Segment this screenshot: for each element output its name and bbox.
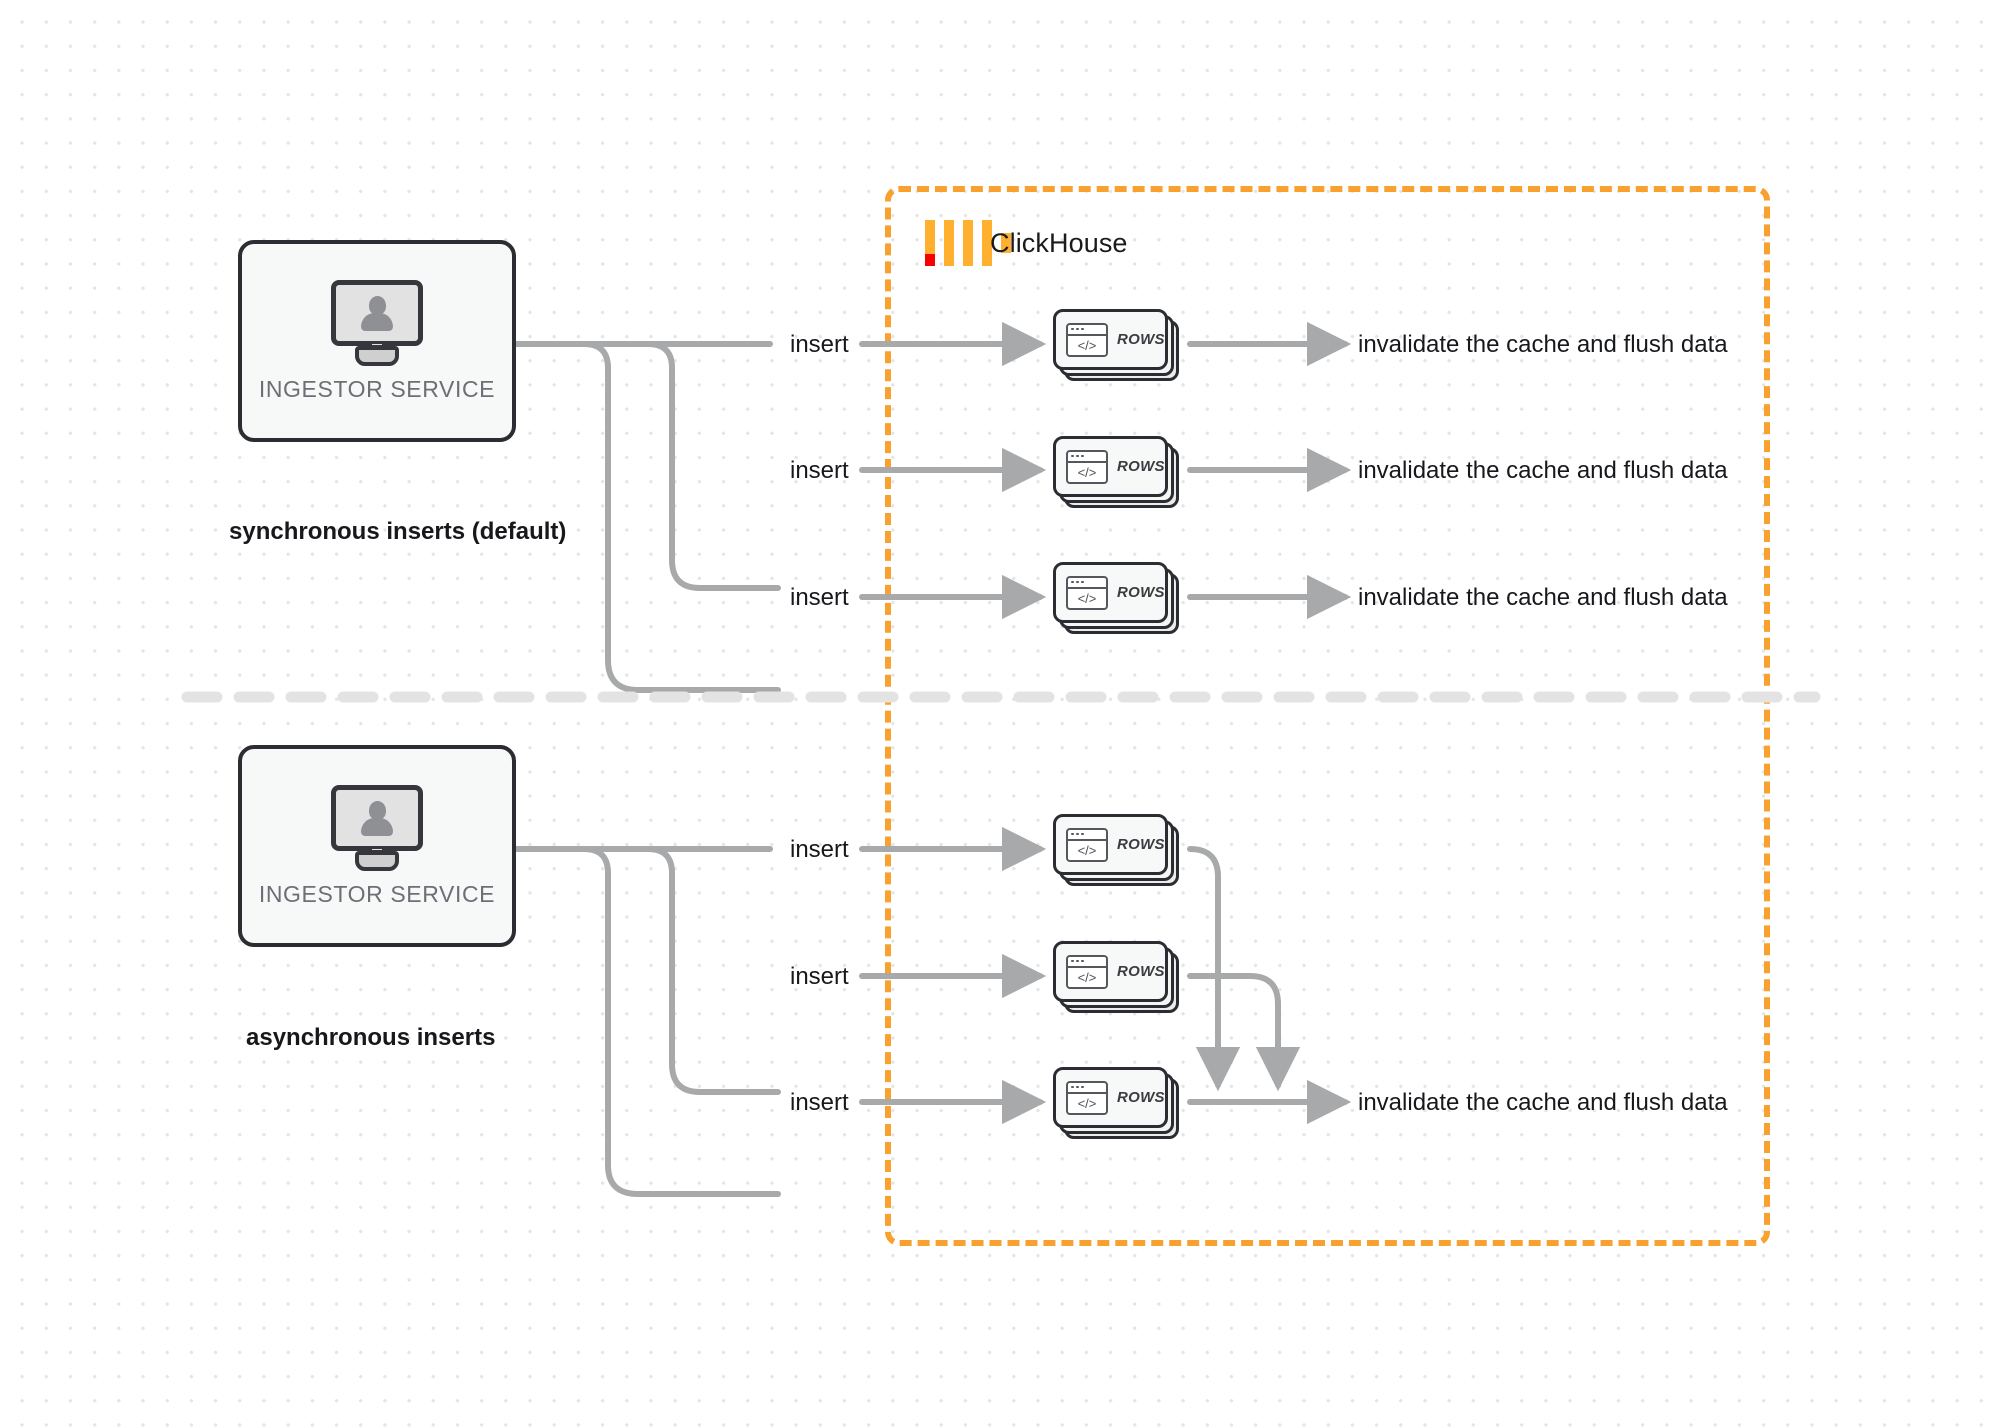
rows-node-async-3[interactable]: </> ROWS: [1053, 1067, 1179, 1139]
rows-node-label: ROWS: [1117, 963, 1165, 980]
monitor-user-icon: [331, 784, 423, 871]
insert-label-async-2: insert: [790, 963, 849, 990]
ingestor-service-sync[interactable]: INGESTOR SERVICE: [238, 240, 516, 442]
output-label-sync-2: invalidate the cache and flush data: [1358, 457, 1728, 484]
rows-node-label: ROWS: [1117, 836, 1165, 853]
insert-label-sync-3: insert: [790, 584, 849, 611]
rows-node-sync-2[interactable]: </> ROWS: [1053, 436, 1179, 508]
window-titlebar: [1068, 957, 1106, 968]
logo-nub: [1001, 233, 1011, 253]
monitor-screen: [331, 279, 423, 346]
rows-node-label: ROWS: [1117, 331, 1165, 348]
logo-bar-1: [925, 220, 935, 266]
user-body: [361, 312, 393, 331]
sync-branch-row3: [581, 341, 781, 693]
code-glyph: </>: [1077, 842, 1097, 858]
logo-bar-4: [982, 220, 992, 266]
rows-node-async-2[interactable]: </> ROWS: [1053, 941, 1179, 1013]
code-window-icon: </>: [1066, 322, 1108, 357]
output-label-sync-3: invalidate the cache and flush data: [1358, 584, 1728, 611]
monitor-screen: [331, 784, 423, 851]
code-glyph: </>: [1077, 1095, 1097, 1111]
code-window-icon: </>: [1066, 954, 1108, 989]
monitor-user-icon: [331, 279, 423, 366]
rows-node-sync-1[interactable]: </> ROWS: [1053, 309, 1179, 381]
user-silhouette-icon: [360, 800, 394, 836]
rows-node-label: ROWS: [1117, 458, 1165, 475]
clickhouse-region: [885, 186, 1770, 1246]
async-branch-row3: [581, 846, 781, 1197]
monitor-stand: [355, 345, 399, 366]
ingestor-service-label: INGESTOR SERVICE: [258, 375, 496, 402]
window-titlebar: [1068, 1083, 1106, 1094]
code-glyph: </>: [1077, 590, 1097, 606]
window-titlebar: [1068, 452, 1106, 463]
rows-node-label: ROWS: [1117, 1089, 1165, 1106]
window-titlebar: [1068, 325, 1106, 336]
sync-branch-row2: [645, 341, 781, 591]
output-label-sync-1: invalidate the cache and flush data: [1358, 331, 1728, 358]
logo-bar-2: [944, 220, 954, 266]
user-head: [369, 800, 386, 820]
code-glyph: </>: [1077, 337, 1097, 353]
code-window-icon: </>: [1066, 1080, 1108, 1115]
rows-node-sync-3[interactable]: </> ROWS: [1053, 562, 1179, 634]
code-window-icon: </>: [1066, 827, 1108, 862]
code-glyph: </>: [1077, 464, 1097, 480]
output-label-async-merged: invalidate the cache and flush data: [1358, 1089, 1728, 1116]
rows-card-front: </> ROWS: [1053, 1067, 1168, 1128]
rows-card-front: </> ROWS: [1053, 814, 1168, 875]
window-titlebar: [1068, 578, 1106, 589]
flow-label-async: asynchronous inserts: [246, 1024, 496, 1051]
rows-node-label: ROWS: [1117, 584, 1165, 601]
insert-label-sync-1: insert: [790, 331, 849, 358]
rows-card-front: </> ROWS: [1053, 562, 1168, 623]
clickhouse-label: ClickHouse: [990, 228, 1128, 258]
flow-label-sync: synchronous inserts (default): [229, 518, 567, 545]
async-branch-row2: [645, 846, 781, 1095]
user-silhouette-icon: [360, 295, 394, 331]
ingestor-service-async[interactable]: INGESTOR SERVICE: [238, 745, 516, 947]
insert-label-async-1: insert: [790, 836, 849, 863]
user-head: [369, 295, 386, 315]
window-titlebar: [1068, 830, 1106, 841]
code-glyph: </>: [1077, 969, 1097, 985]
rows-node-async-1[interactable]: </> ROWS: [1053, 814, 1179, 886]
rows-card-front: </> ROWS: [1053, 436, 1168, 497]
code-window-icon: </>: [1066, 449, 1108, 484]
rows-card-front: </> ROWS: [1053, 309, 1168, 370]
monitor-stand: [355, 850, 399, 871]
ingestor-service-label: INGESTOR SERVICE: [258, 880, 496, 907]
insert-label-sync-2: insert: [790, 457, 849, 484]
insert-label-async-3: insert: [790, 1089, 849, 1116]
rows-card-front: </> ROWS: [1053, 941, 1168, 1002]
clickhouse-logo: [925, 220, 1011, 266]
logo-red-square: [925, 254, 935, 266]
user-body: [361, 817, 393, 836]
logo-bar-3: [963, 220, 973, 266]
code-window-icon: </>: [1066, 575, 1108, 610]
